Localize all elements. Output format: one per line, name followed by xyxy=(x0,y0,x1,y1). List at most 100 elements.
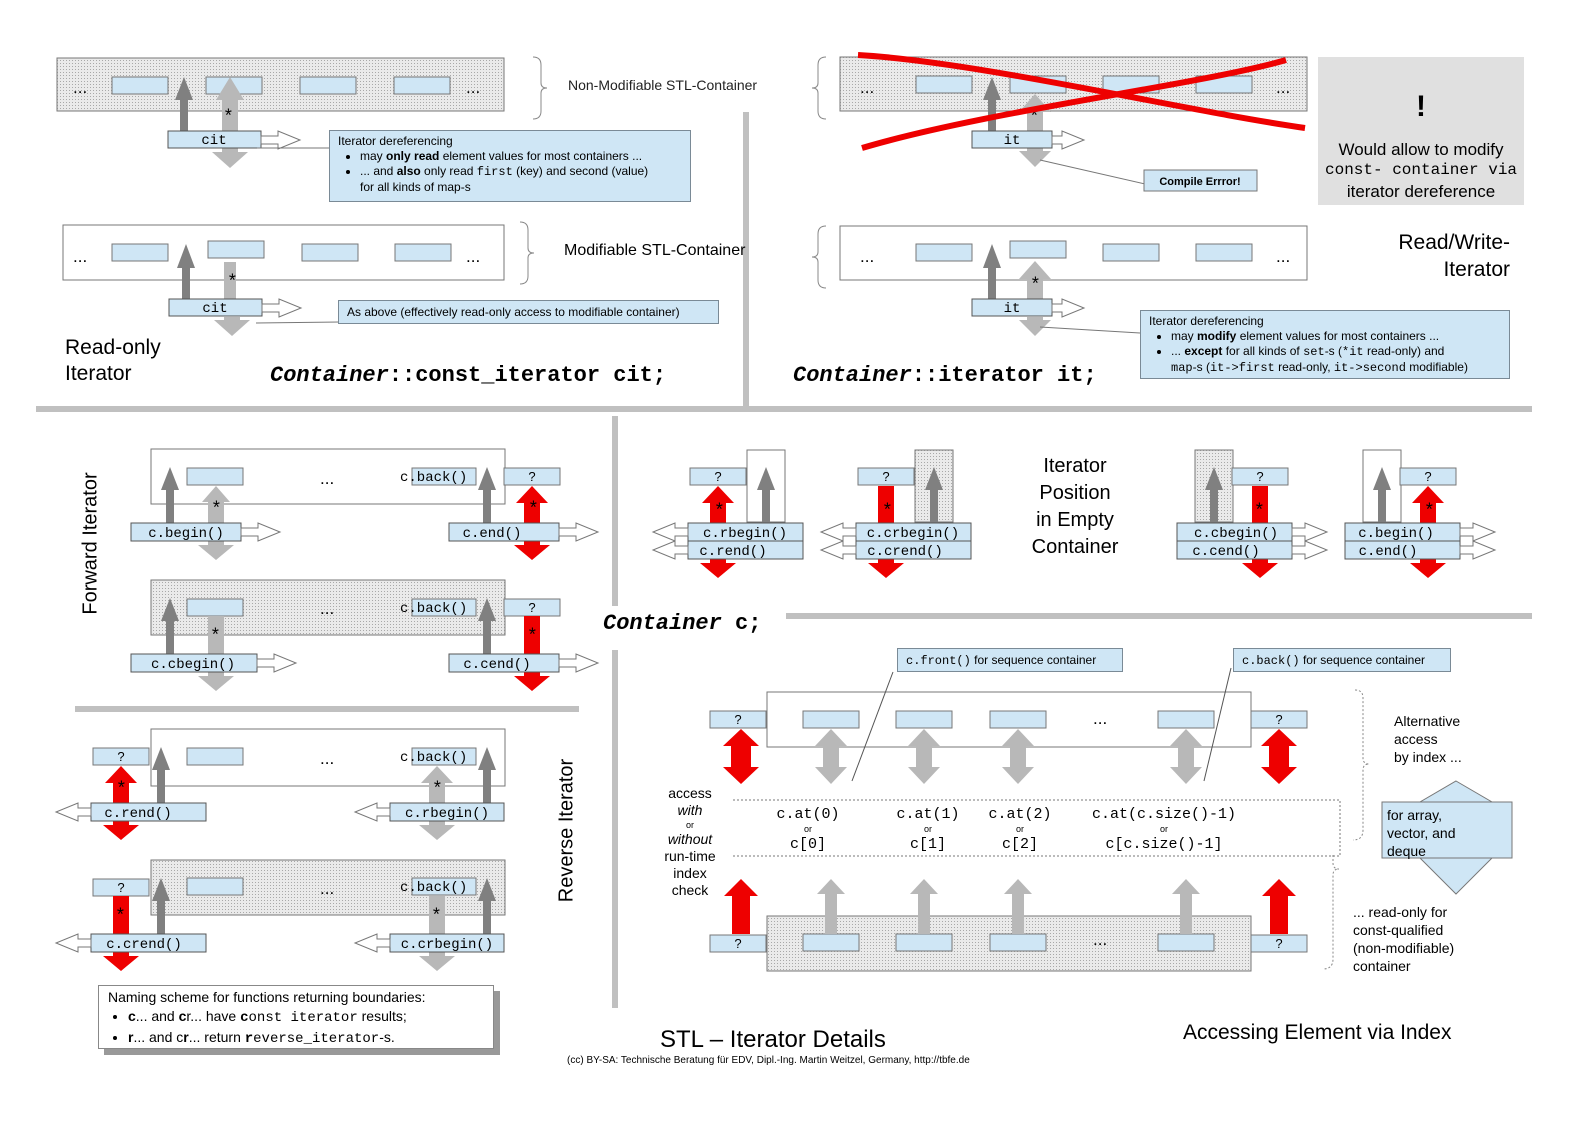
horizontal-divider-right xyxy=(786,613,1532,619)
prev-arrow xyxy=(1373,467,1391,523)
back-box xyxy=(411,877,477,896)
down-arrow xyxy=(198,541,234,560)
down-arrow-red xyxy=(868,559,904,578)
bracket xyxy=(1322,855,1340,970)
reverse-next-arrow xyxy=(651,540,689,560)
subscript-index: c[c.size()-1] xyxy=(1105,836,1222,853)
horizontal-divider-main xyxy=(36,406,1532,412)
bracket xyxy=(1352,689,1370,841)
reverse-next-arrow xyxy=(353,802,391,822)
or-label: or xyxy=(1016,824,1024,834)
array-line: vector, and xyxy=(1387,825,1456,841)
readonly-line: ... read-only for xyxy=(1353,904,1448,920)
iterator-label: c.cbegin() xyxy=(1194,526,1278,542)
q-label: ? xyxy=(1275,712,1282,727)
back-box xyxy=(411,747,477,766)
element-box xyxy=(111,76,169,95)
front-note: c.front() for sequence container xyxy=(897,648,1123,672)
naming-scheme-box: Naming scheme for functions returning bo… xyxy=(98,985,494,1049)
q-box xyxy=(1231,467,1289,486)
iterator-label: c.cbegin() xyxy=(151,657,235,673)
deref-star: * xyxy=(882,502,893,522)
alt-line: Alternative xyxy=(1394,713,1461,729)
ellipsis: ... xyxy=(320,879,334,898)
down-arrow-red xyxy=(700,559,736,578)
it-deref-note: Iterator dereferencing may modify elemen… xyxy=(1140,310,1510,379)
deref-star: * xyxy=(210,627,221,647)
reverse-next-arrow xyxy=(819,540,857,560)
back-box xyxy=(411,467,477,486)
callout-line xyxy=(1203,667,1232,782)
q-label: ? xyxy=(1424,469,1431,484)
element-box xyxy=(1102,243,1160,262)
before-begin-q: ? xyxy=(117,749,124,764)
horizontal-divider-left xyxy=(75,706,579,712)
warning-line: Would allow to modify xyxy=(1338,140,1504,159)
iterator-label: c.end() xyxy=(463,526,522,542)
invalid-deref-arrow xyxy=(878,486,894,523)
invalid-deref-arrow xyxy=(1412,486,1444,523)
subscript-index: c[1] xyxy=(910,836,946,853)
naming-title: Naming scheme for functions returning bo… xyxy=(108,989,426,1005)
reverse-rbegin-rend: ... c.back() ? * * c.rend() c.rbegin() xyxy=(54,728,506,840)
cit-deref-note: Iterator dereferencing may only read ele… xyxy=(329,130,691,202)
note-title: Iterator dereferencing xyxy=(338,134,453,148)
prev-arrow xyxy=(152,747,170,803)
back-label: c.back() xyxy=(400,601,467,617)
past-end-q: ? xyxy=(528,600,535,615)
down-arrow xyxy=(419,952,455,971)
empty-reverse: ? * c.rbegin() c.rend() ? * c.crbegin() … xyxy=(651,449,972,578)
vertical-divider-bottom xyxy=(612,650,618,1008)
deref-read-arrow xyxy=(224,262,236,299)
readonly-line: (non-modifiable) xyxy=(1353,940,1455,956)
next-arrow xyxy=(260,130,302,150)
reverse-next-arrow xyxy=(651,522,689,542)
access-arrow xyxy=(908,729,940,784)
vertical-divider-top xyxy=(743,112,749,408)
decl-const-iterator: Container::const_iterator cit; xyxy=(270,363,666,388)
deref-star: * xyxy=(115,907,126,927)
deref-read-arrow xyxy=(216,77,244,131)
down-arrow-red xyxy=(514,541,550,560)
prev-arrow xyxy=(478,878,496,934)
prev-arrow xyxy=(757,467,775,523)
q-label: ? xyxy=(734,936,741,951)
prev-arrow xyxy=(152,878,170,934)
invalid-access-arrow xyxy=(723,729,759,784)
reverse-next-arrow xyxy=(54,933,92,953)
prev-arrow xyxy=(161,467,179,523)
iterator-label: c.rbegin() xyxy=(703,526,787,542)
iterator-label: it xyxy=(1004,301,1021,317)
back-label: c.back() xyxy=(400,750,467,766)
element-box xyxy=(1009,240,1067,259)
q-box xyxy=(1250,710,1308,729)
readwrite-line-2: Iterator xyxy=(1443,258,1510,281)
reverse-next-arrow xyxy=(819,522,857,542)
reverse-next-arrow xyxy=(54,802,92,822)
array-vector-deque-box xyxy=(1381,801,1513,859)
element-box xyxy=(1195,243,1253,262)
element-box xyxy=(989,710,1047,729)
reverse-next-arrow xyxy=(353,933,391,953)
iterator-label: it xyxy=(1004,133,1021,149)
back-label: c.back() xyxy=(400,880,467,896)
access-arrow xyxy=(815,729,847,784)
naming-item: c... and cr... have const iterator resul… xyxy=(128,1007,484,1028)
iterator-label: c.rend() xyxy=(699,544,766,560)
readwrite-line-1: Read/Write- xyxy=(1398,231,1510,254)
deref-star: * xyxy=(714,502,725,522)
next-arrow xyxy=(1459,522,1497,542)
readonly-line-1: Read-only xyxy=(65,336,161,359)
nonmod-cit-group: ... ... * cit xyxy=(56,56,548,168)
forward-begin-end: ... c.back() ? * c.begin() * c.end() xyxy=(130,448,600,560)
reverse-iterator-label: Reverse Iterator xyxy=(555,758,578,903)
mod-label: Modifiable STL-Container xyxy=(564,242,746,259)
prev-arrow xyxy=(983,244,1001,299)
next-arrow xyxy=(240,522,282,542)
ellipsis: ... xyxy=(320,599,334,618)
access-line: without xyxy=(667,831,713,847)
iterator-label: c.crend() xyxy=(106,937,182,953)
deref-star: * xyxy=(1030,276,1041,296)
prev-arrow xyxy=(983,77,1001,131)
forward-iterator-label: Forward Iterator xyxy=(79,472,102,615)
